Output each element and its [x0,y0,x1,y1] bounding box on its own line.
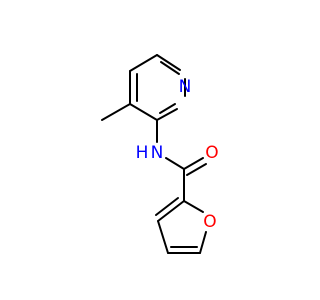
carbonyl-bond [186,163,207,176]
background [0,0,300,300]
amide-nitrogen-label: N [151,143,164,163]
bond [165,157,185,170]
bond [155,197,179,216]
bond [157,220,169,254]
bond [129,54,158,72]
bond [183,200,204,213]
pyridine-ring [129,54,186,121]
furan-ring [155,197,207,254]
carbonyl-oxygen-label: O [205,143,218,163]
bond [129,103,158,121]
bond [156,54,181,71]
furan-oxygen-label: O [203,212,216,232]
bond [157,200,185,222]
carbonyl-bond [183,157,204,170]
methyl-bond [101,103,131,121]
amide-hydrogen-label: H [136,143,149,163]
bond [156,108,178,121]
molecule-diagram: N N H O O [0,0,300,300]
bond [159,103,176,114]
bond [199,231,207,254]
pyridine-nitrogen-label: N [179,77,192,97]
bond [160,61,180,75]
